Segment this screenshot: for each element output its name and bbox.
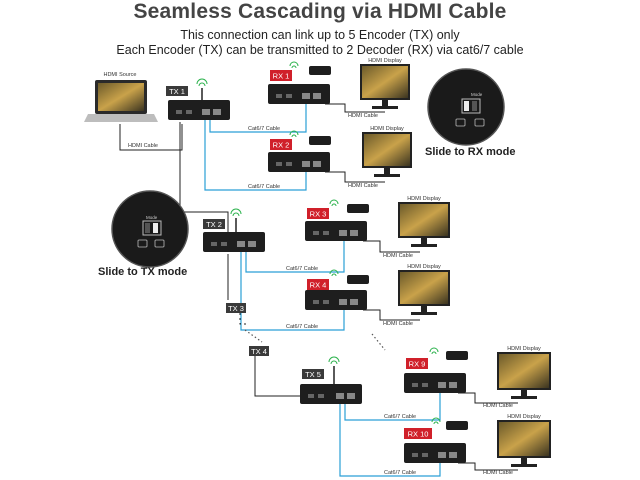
wifi-icon: [196, 78, 208, 87]
slide-to-tx-label: Slide to TX mode: [98, 266, 187, 278]
hdmi-display-icon: [360, 64, 410, 109]
tx3-label: TX 3: [228, 304, 244, 313]
cat-cable-label-6: Cat6/7 Cable: [384, 470, 416, 476]
slide-to-rx-label: Slide to RX mode: [425, 146, 515, 158]
wifi-icon: [289, 130, 299, 138]
rx1-unit: [268, 84, 330, 104]
wifi-icon: [329, 199, 339, 207]
rx10-badge: [404, 428, 432, 439]
tx5-badge: [302, 369, 324, 379]
cat-cable-label-2: Cat6/7 Cable: [248, 184, 280, 190]
remote-icon: [446, 421, 468, 430]
rx2-badge: [270, 139, 292, 150]
hdmi-cable-label-rx4: HDMI Cable: [383, 321, 413, 327]
rx3-label: RX 3: [310, 210, 327, 219]
hdmi-display-icon: [497, 352, 551, 399]
wifi-icon: [328, 356, 340, 365]
rx10-unit: [404, 443, 466, 463]
hdmi-cascade-cables: [179, 103, 518, 471]
cat-cable-label-1: Cat6/7 Cable: [248, 126, 280, 132]
rx9-badge: [406, 358, 428, 369]
rx1-label: RX 1: [273, 72, 290, 81]
tx4-badge: [249, 346, 269, 356]
page-title: Seamless Cascading via HDMI Cable: [133, 0, 507, 23]
rx4-label: RX 4: [310, 281, 327, 290]
wifi-icon: [429, 347, 439, 355]
hdmi-display-icon: [497, 420, 551, 467]
svg-text:Mode: Mode: [471, 92, 483, 97]
rx1-badge: [270, 70, 292, 81]
tx2-label: TX 2: [206, 220, 222, 229]
wifi-icon: [289, 61, 299, 69]
wifi-icon: [431, 417, 441, 425]
rx9-unit: [404, 373, 466, 393]
hdmi-display-icon: [362, 132, 412, 177]
hdmi-display-label: HDMI Display: [407, 264, 441, 270]
hdmi-display-icon: [398, 202, 450, 247]
hdmi-cable-label-rx10: HDMI Cable: [483, 470, 513, 476]
tx4-label: TX 4: [251, 347, 267, 356]
cat-cables: [204, 104, 441, 477]
tx1-unit: [168, 100, 230, 120]
tx3-badge: [226, 303, 246, 313]
tx2-badge: [203, 219, 225, 229]
hdmi-cable-label-rx3: HDMI Cable: [383, 253, 413, 259]
hdmi-display-label: HDMI Display: [370, 126, 404, 132]
wifi-icon: [230, 208, 242, 217]
tx1-label: TX 1: [169, 87, 185, 96]
subtitle-line-2: Each Encoder (TX) can be transmitted to …: [116, 43, 524, 57]
hdmi-cable-label-rx2: HDMI Cable: [348, 183, 378, 189]
laptop-icon: [84, 80, 158, 122]
tx-mode-switch-icon: Mode: [111, 190, 189, 268]
remote-icon: [309, 136, 331, 145]
rx-mode-switch-icon: Mode: [427, 68, 505, 146]
rx9-label: RX 9: [409, 360, 426, 369]
hdmi-cable-label-rx1: HDMI Cable: [348, 113, 378, 119]
rx4-unit: [305, 290, 367, 310]
hdmi-display-label: HDMI Display: [507, 414, 541, 420]
hdmi-source-label: HDMI Source: [103, 72, 136, 78]
rx2-unit: [268, 152, 330, 172]
cat-cable-label-5: Cat6/7 Cable: [384, 414, 416, 420]
tx5-unit: [300, 384, 362, 404]
cat-cable-label-3: Cat6/7 Cable: [286, 266, 318, 272]
remote-icon: [347, 204, 369, 213]
rx3-badge: [307, 208, 329, 219]
remote-icon: [347, 275, 369, 284]
svg-text:Mode: Mode: [146, 215, 158, 220]
tx2-unit: [203, 232, 265, 252]
cat-cable-label-4: Cat6/7 Cable: [286, 324, 318, 330]
rx10-label: RX 10: [408, 430, 429, 439]
hdmi-display-label: HDMI Display: [507, 346, 541, 352]
tx1-badge: [166, 86, 188, 96]
hdmi-display-label: HDMI Display: [368, 58, 402, 64]
rx2-label: RX 2: [273, 141, 290, 150]
hdmi-cable-label-rx9: HDMI Cable: [483, 403, 513, 409]
continuation-dots: [244, 329, 386, 351]
wifi-icon: [329, 269, 339, 277]
rx4-badge: [307, 279, 329, 290]
hdmi-display-label: HDMI Display: [407, 196, 441, 202]
hdmi-display-icon: [398, 270, 450, 315]
remote-icon: [446, 351, 468, 360]
tx5-label: TX 5: [305, 370, 321, 379]
subtitle-line-1: This connection can link up to 5 Encoder…: [180, 28, 460, 42]
rx3-unit: [305, 221, 367, 241]
hdmi-cable-label: HDMI Cable: [128, 143, 158, 149]
remote-icon: [309, 66, 331, 75]
